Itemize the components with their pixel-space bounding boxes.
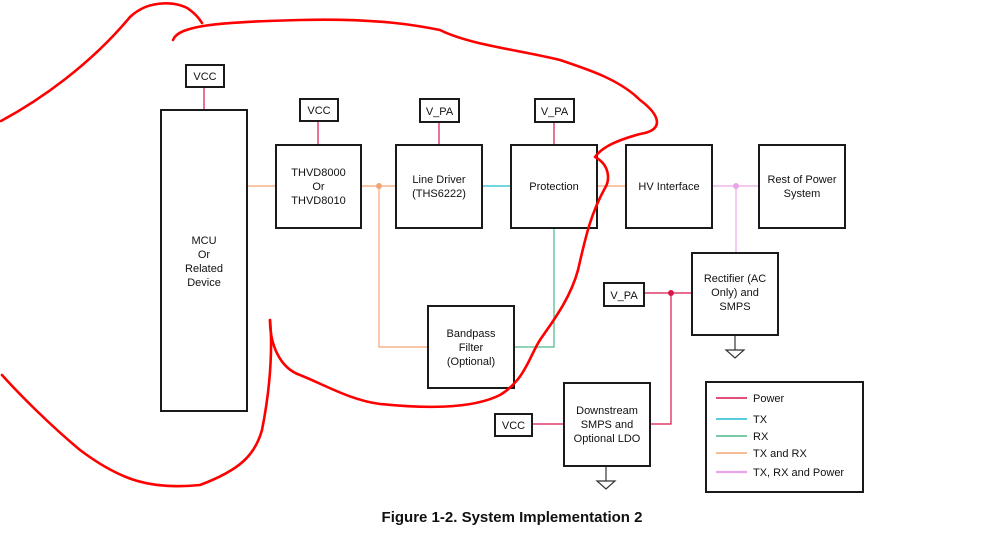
block-label-line: Filter [459,342,484,354]
red-annotation-stroke [0,2,659,409]
supply-label: VCC [502,420,525,432]
ground-icon [724,349,746,359]
block-hv-interface: HV Interface [625,144,713,229]
ground-icon [595,480,617,490]
supply-tag-rectifier-vpa: V_PA [603,282,645,307]
block-label-line: Device [187,277,221,289]
block-label-line: SMPS [719,301,750,313]
legend-item: Power [716,393,785,405]
supply-tag-mcu-vcc: VCC [185,64,225,88]
block-label-line: Downstream [576,405,638,417]
legend-label: Power [753,393,785,405]
block-label: HV Interface [638,181,699,193]
block-line-driver: Line Driver (THS6222) [395,144,483,229]
block-label-line: (Optional) [447,356,495,368]
power-junction-dot [668,290,674,296]
tx-rx-power-junction-dot [733,183,739,189]
block-label-line: Rectifier (AC [704,273,766,285]
legend-label: TX and RX [753,448,807,460]
legend-item: TX, RX and Power [716,467,844,479]
wire-bandpass-protection [514,228,555,348]
block-label-line: Related [185,263,223,275]
legend-label: TX, RX and Power [753,467,844,479]
wire-downstream-vpa [650,293,672,425]
block-label: Line Driver (THS6222) [412,174,466,200]
block-label-line: Bandpass [447,328,496,340]
block-label: Protection [529,181,579,193]
supply-label: VCC [193,71,216,83]
tx-rx-junction-dot [376,183,382,189]
supply-tag-downstream-vcc: VCC [494,413,533,437]
figure-caption: Figure 1-2. System Implementation 2 [382,509,643,526]
supply-label: VCC [307,105,330,117]
supply-tag-protection-vpa: V_PA [534,98,575,123]
wires [203,87,759,481]
block-label-line: MCU [191,235,216,247]
legend-item: TX and RX [716,448,807,460]
block-label-line: THVD8010 [291,195,345,207]
block-label-line: Only) and [711,287,759,299]
legend-item: TX [716,414,768,426]
block-label-line: System [784,188,821,200]
block-label-line: HV Interface [638,181,699,193]
block-label-line: SMPS and [581,419,634,431]
block-label-line: Optional LDO [574,433,641,445]
supply-label: V_PA [610,290,638,302]
block-label-line: Protection [529,181,579,193]
wire-junction-bandpass [378,186,428,348]
block-label-line: THVD8000 [291,167,345,179]
supply-tag-line-driver-vpa: V_PA [419,98,460,123]
block-label-line: Rest of Power [767,174,836,186]
legend-label: TX [753,414,768,426]
legend-label: RX [753,431,769,443]
legend-item: RX [716,431,769,443]
block-label-line: Or [312,181,325,193]
supply-tag-thvd-vcc: VCC [299,98,339,122]
supply-label: V_PA [541,106,569,118]
red-annotation-stroke [0,318,273,488]
block-label-line: Line Driver [412,174,466,186]
supply-label: V_PA [426,106,454,118]
block-protection: Protection [510,144,598,229]
block-label-line: (THS6222) [412,188,466,200]
block-label-line: Or [198,249,211,261]
